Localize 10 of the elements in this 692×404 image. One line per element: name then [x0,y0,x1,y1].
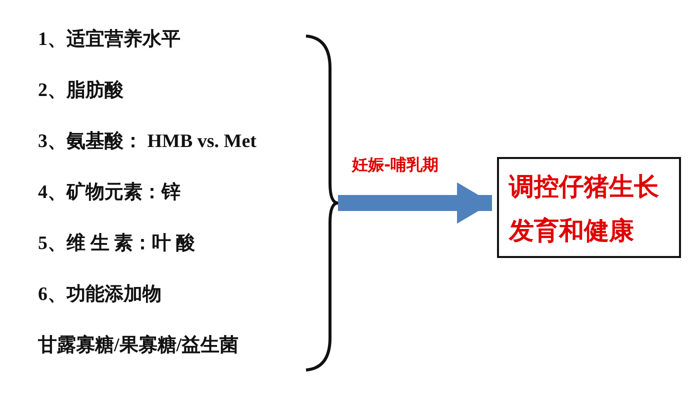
list-item: 5、维 生 素：叶 酸 [38,232,195,256]
list-item: 3、氨基酸： HMB vs. Met [38,130,256,154]
result-box: 调控仔猪生长发育和健康 [497,157,681,258]
list-item: 2、脂肪酸 [38,79,124,103]
list-item: 1、适宜营养水平 [38,28,180,52]
list-item: 6、功能添加物 [38,283,162,307]
list-item: 4、矿物元素：锌 [38,181,180,205]
list-item: 甘露寡糖/果寡糖/益生菌 [38,334,239,358]
arrow [338,182,492,224]
edge-label: 妊娠-哺乳期 [352,155,439,176]
